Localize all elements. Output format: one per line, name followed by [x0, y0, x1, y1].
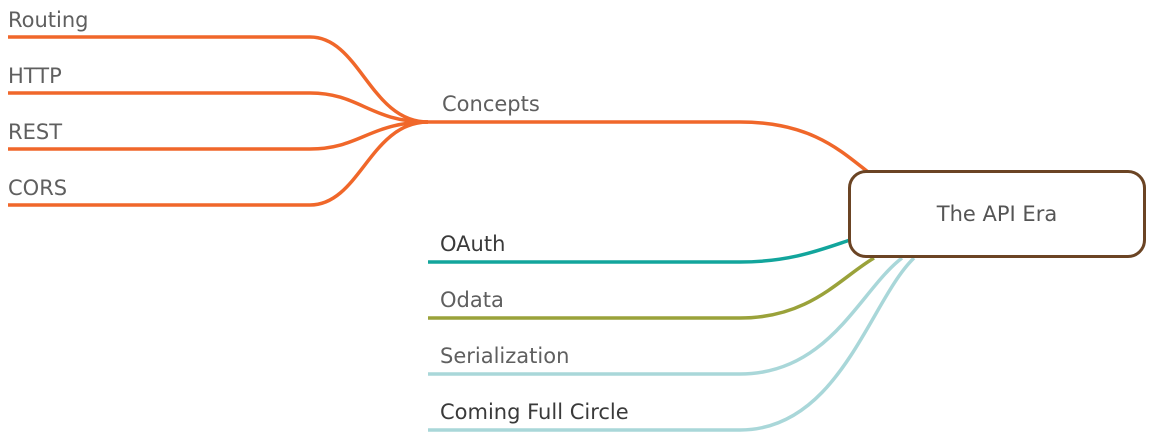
node-cors: CORS [8, 176, 68, 200]
connector-concepts [428, 120, 870, 174]
connector-odata [428, 256, 875, 320]
node-http: HTTP [8, 64, 62, 88]
root-node-label: The API Era [936, 202, 1058, 226]
root-node: The API Era [848, 170, 1146, 258]
node-serialization: Serialization [440, 344, 570, 368]
node-rest: REST [8, 120, 63, 144]
connector-serialization [428, 256, 904, 376]
connector-http [8, 91, 429, 124]
node-odata: Odata [440, 288, 504, 312]
node-oauth: OAuth [440, 232, 506, 256]
connector-rest [8, 120, 429, 151]
connector-routing [8, 35, 429, 124]
connector-coming-full-circle [428, 256, 916, 432]
connector-cors [8, 120, 429, 207]
node-routing: Routing [8, 8, 89, 32]
node-concepts: Concepts [442, 92, 540, 116]
node-coming-full-circle: Coming Full Circle [440, 400, 629, 424]
connector-oauth [428, 238, 851, 264]
